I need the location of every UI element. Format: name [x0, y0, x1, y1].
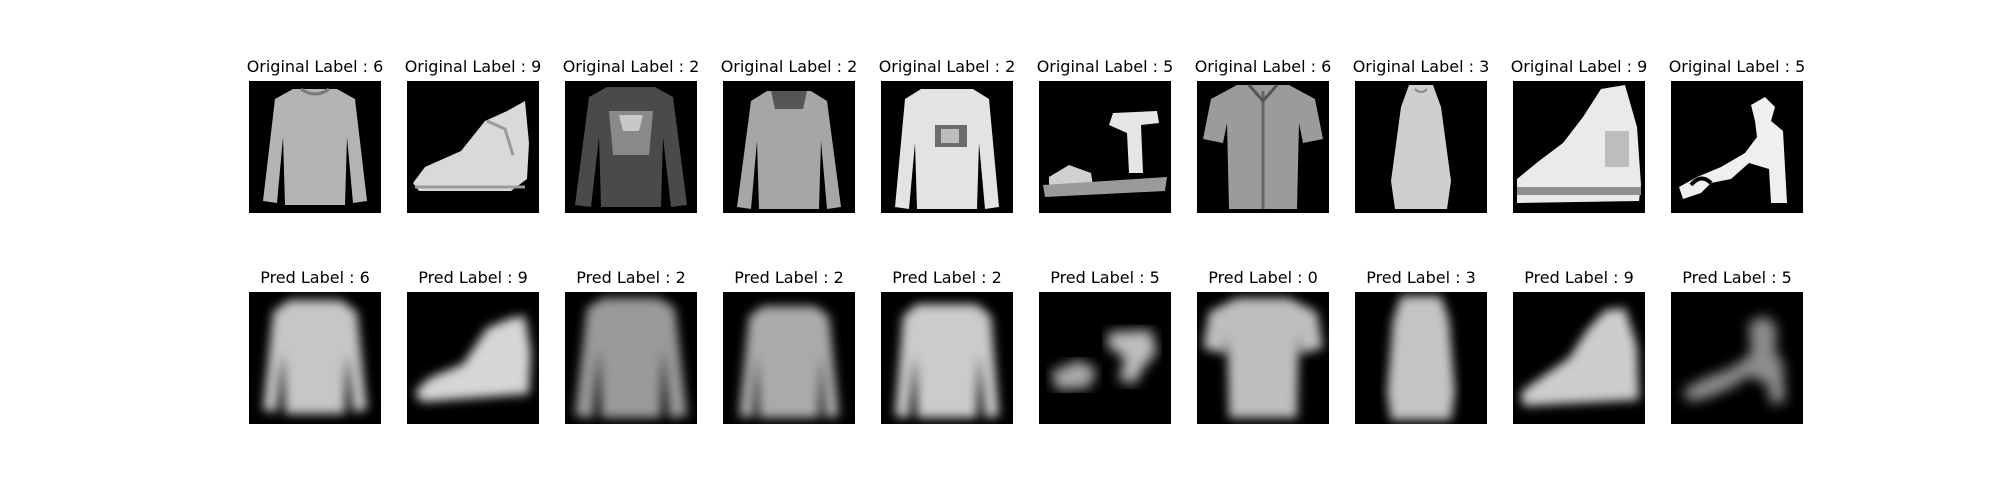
original-cell-2: Original Label : 9 [394, 57, 552, 232]
pred-image [723, 292, 855, 424]
sandal-icon [1039, 292, 1171, 424]
pred-label-title: Pred Label : 3 [1366, 268, 1476, 287]
pred-label-title: Pred Label : 5 [1050, 268, 1160, 287]
original-image [1513, 81, 1645, 213]
original-cell-1: Original Label : 6 [236, 57, 394, 232]
pred-cell-7: Pred Label : 0 [1184, 268, 1342, 443]
pred-label-title: Pred Label : 9 [1524, 268, 1634, 287]
pullover-icon [881, 292, 1013, 424]
ankle-boot-icon [1513, 292, 1645, 424]
original-label-title: Original Label : 5 [1668, 57, 1806, 76]
original-image [881, 81, 1013, 213]
original-cell-5: Original Label : 2 [868, 57, 1026, 232]
original-label-title: Original Label : 3 [1352, 57, 1490, 76]
pred-image [565, 292, 697, 424]
pullover-icon [723, 292, 855, 424]
original-cell-9: Original Label : 9 [1500, 57, 1658, 232]
sandal-icon [1039, 81, 1171, 213]
original-label-title: Original Label : 2 [878, 57, 1016, 76]
pred-cell-3: Pred Label : 2 [552, 268, 710, 443]
pred-image [1355, 292, 1487, 424]
original-cell-4: Original Label : 2 [710, 57, 868, 232]
pred-label-title: Pred Label : 0 [1208, 268, 1318, 287]
original-image [1671, 81, 1803, 213]
pred-cell-8: Pred Label : 3 [1342, 268, 1500, 443]
pred-cell-1: Pred Label : 6 [236, 268, 394, 443]
pred-label-title: Pred Label : 6 [260, 268, 370, 287]
ankle-boot-icon [407, 81, 539, 213]
ankle-boot-icon [407, 292, 539, 424]
dress-icon [1355, 81, 1487, 213]
ankle-boot-icon [1513, 81, 1645, 213]
original-image [723, 81, 855, 213]
pred-cell-10: Pred Label : 5 [1658, 268, 1816, 443]
pullover-icon [565, 292, 697, 424]
sandal-icon [1671, 81, 1803, 213]
shirt-icon [1197, 81, 1329, 213]
original-image [565, 81, 697, 213]
pred-cell-4: Pred Label : 2 [710, 268, 868, 443]
original-label-title: Original Label : 9 [404, 57, 542, 76]
pred-image [881, 292, 1013, 424]
sandal-icon [1671, 292, 1803, 424]
pred-cell-2: Pred Label : 9 [394, 268, 552, 443]
original-label-title: Original Label : 5 [1036, 57, 1174, 76]
pred-label-title: Pred Label : 9 [418, 268, 528, 287]
pred-cell-5: Pred Label : 2 [868, 268, 1026, 443]
pred-label-title: Pred Label : 2 [892, 268, 1002, 287]
original-image [407, 81, 539, 213]
pred-image [1039, 292, 1171, 424]
pred-cell-9: Pred Label : 9 [1500, 268, 1658, 443]
original-cell-6: Original Label : 5 [1026, 57, 1184, 232]
tshirt-icon [1197, 292, 1329, 424]
pred-label-title: Pred Label : 2 [576, 268, 686, 287]
original-label-title: Original Label : 6 [1194, 57, 1332, 76]
pred-image [407, 292, 539, 424]
original-label-title: Original Label : 9 [1510, 57, 1648, 76]
pred-image [249, 292, 381, 424]
original-image [1197, 81, 1329, 213]
long-sleeve-shirt-icon [249, 81, 381, 213]
original-cell-10: Original Label : 5 [1658, 57, 1816, 232]
pred-image [1197, 292, 1329, 424]
pred-label-title: Pred Label : 5 [1682, 268, 1792, 287]
pred-label-title: Pred Label : 2 [734, 268, 844, 287]
pred-cell-6: Pred Label : 5 [1026, 268, 1184, 443]
original-cell-8: Original Label : 3 [1342, 57, 1500, 232]
original-image [249, 81, 381, 213]
original-label-title: Original Label : 2 [720, 57, 858, 76]
pullover-icon [565, 81, 697, 213]
original-image [1355, 81, 1487, 213]
pullover-icon [881, 81, 1013, 213]
original-cell-3: Original Label : 2 [552, 57, 710, 232]
original-label-title: Original Label : 2 [562, 57, 700, 76]
original-cell-7: Original Label : 6 [1184, 57, 1342, 232]
original-image [1039, 81, 1171, 213]
pullover-icon [723, 81, 855, 213]
original-label-title: Original Label : 6 [246, 57, 384, 76]
dress-icon [1355, 292, 1487, 424]
pred-image [1513, 292, 1645, 424]
long-sleeve-shirt-icon [249, 292, 381, 424]
pred-image [1671, 292, 1803, 424]
